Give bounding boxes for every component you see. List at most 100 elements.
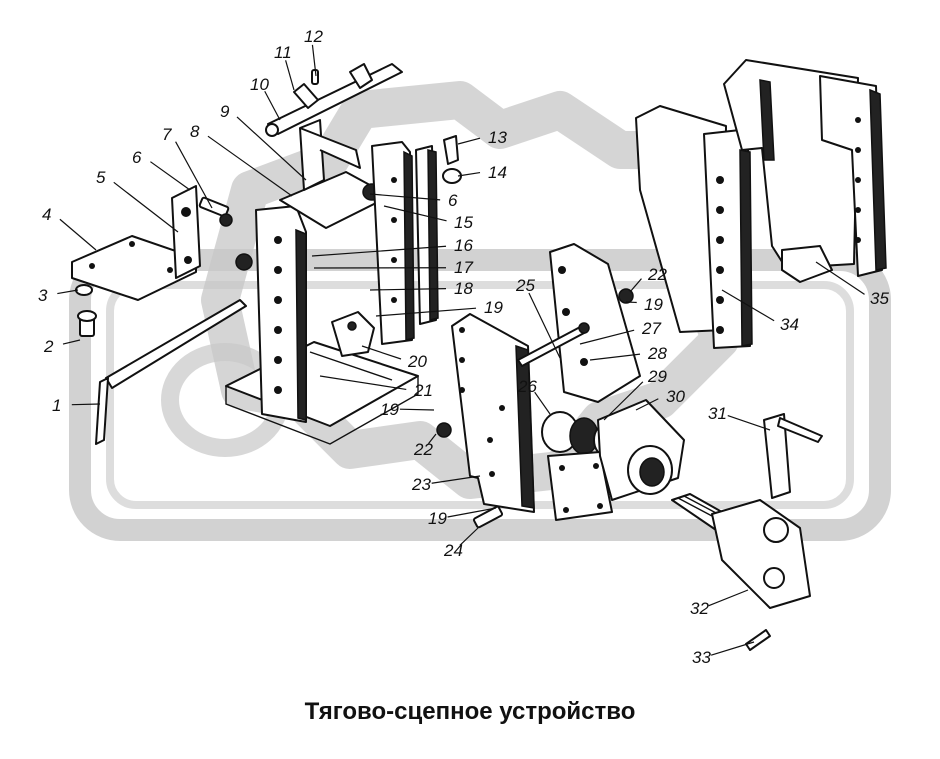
callout-leader-22 (629, 278, 642, 293)
callout-number-6: 6 (132, 148, 142, 167)
callout-number-3: 3 (38, 286, 48, 305)
part-22-nuts (235, 253, 634, 438)
callout-leader-29 (603, 381, 644, 421)
callout-leader-24 (459, 527, 479, 546)
callout-leader-3 (57, 289, 79, 295)
callout-number-19: 19 (380, 400, 399, 419)
callout-number-13: 13 (488, 128, 507, 147)
callout-leader-25 (528, 292, 561, 359)
callout-number-1: 1 (52, 396, 61, 415)
part-18-vertical-rail (371, 141, 439, 345)
part-30-coupling-housing (547, 399, 685, 521)
callout-number-33: 33 (692, 648, 711, 667)
callout-number-21: 21 (413, 381, 433, 400)
callout-leader-33 (710, 641, 755, 656)
callout-leader-14 (457, 171, 481, 177)
callout-number-6: 6 (448, 191, 458, 210)
part-35-right-rail (723, 59, 887, 283)
callout-number-15: 15 (454, 213, 473, 232)
callout-number-14: 14 (488, 163, 507, 182)
part-5-side-bracket (171, 185, 201, 279)
callout-leader-28 (589, 353, 641, 361)
callout-leader-8 (207, 135, 293, 197)
callout-number-19: 19 (428, 509, 447, 528)
callout-leader-1 (71, 403, 101, 406)
callout-number-22: 22 (647, 265, 667, 284)
callout-leader-12 (311, 44, 317, 77)
callout-leader-4 (59, 218, 97, 251)
callout-number-12: 12 (304, 27, 323, 46)
callout-leader-6 (369, 193, 441, 201)
callout-leader-35 (815, 261, 865, 295)
callout-number-8: 8 (190, 122, 200, 141)
callout-number-11: 11 (274, 43, 292, 62)
callout-leader-27 (579, 329, 635, 345)
part-25-bolt (517, 322, 590, 367)
callout-leader-7 (175, 141, 213, 209)
callout-leader-13 (457, 137, 481, 145)
part-1-rod (95, 299, 247, 445)
callout-leader-6 (150, 161, 191, 191)
callout-number-7: 7 (162, 125, 172, 144)
callout-number-18: 18 (454, 279, 473, 298)
callout-number-34: 34 (780, 315, 799, 334)
watermark-frame (69, 249, 891, 541)
callout-number-23: 23 (411, 475, 431, 494)
callout-leader-20 (361, 345, 402, 360)
callout-number-2: 2 (43, 337, 54, 356)
callout-number-28: 28 (647, 344, 667, 363)
callout-number-5: 5 (96, 168, 106, 187)
part-31-pin (763, 413, 823, 499)
part-9-top-plate (279, 119, 391, 229)
part-3-bolt-head (75, 284, 93, 296)
callout-number-20: 20 (407, 352, 427, 371)
callout-leader-19 (447, 507, 497, 518)
part-34-mounting-plate (635, 105, 753, 349)
callout-leader-2 (62, 339, 81, 345)
callout-leader-15 (383, 205, 447, 222)
callout-leader-26 (534, 391, 551, 415)
callout-number-19: 19 (644, 295, 663, 314)
callout-leader-30 (635, 398, 659, 411)
diagram-caption: Тягово-сцепное устройство (304, 698, 636, 725)
part-2-bolt (77, 310, 97, 337)
callout-leader-18 (369, 288, 447, 291)
callout-number-16: 16 (454, 236, 473, 255)
callout-number-22: 22 (413, 440, 433, 459)
callout-number-30: 30 (666, 387, 685, 406)
callout-number-35: 35 (870, 289, 889, 308)
part-33-cotter-pin (745, 629, 771, 651)
part-20-clamp-block (331, 311, 375, 357)
callout-leader-11 (285, 60, 295, 91)
part-8-upright-plate (255, 205, 307, 423)
callout-leader-9 (236, 116, 307, 181)
callout-number-9: 9 (220, 102, 230, 121)
part-32-clevis (671, 493, 811, 609)
callout-leader-31 (727, 414, 771, 431)
callout-number-27: 27 (641, 319, 661, 338)
part-11-clip (293, 63, 373, 109)
callout-leader-23 (431, 475, 481, 484)
callout-number-4: 4 (42, 205, 51, 224)
part-28-rear-plate (549, 243, 641, 403)
part-23-side-plate (451, 313, 535, 513)
part-13-14-pin-and-ring (442, 135, 462, 184)
callout-leader-5 (113, 181, 179, 233)
callout-number-24: 24 (443, 541, 463, 560)
callout-number-26: 26 (517, 377, 537, 396)
callout-leader-34 (721, 289, 775, 322)
part-24-bolt (472, 505, 504, 529)
callout-number-25: 25 (515, 276, 535, 295)
callout-number-32: 32 (690, 599, 709, 618)
callout-number-17: 17 (454, 258, 473, 277)
callout-number-29: 29 (647, 367, 667, 386)
callout-leader-19 (375, 307, 477, 317)
callout-leader-21 (319, 375, 407, 391)
callout-number-31: 31 (708, 404, 727, 423)
part-7-bolt (198, 196, 233, 227)
part-4-base-plate (71, 235, 197, 301)
callout-leader-19 (399, 408, 435, 411)
callout-leader-16 (311, 245, 447, 257)
